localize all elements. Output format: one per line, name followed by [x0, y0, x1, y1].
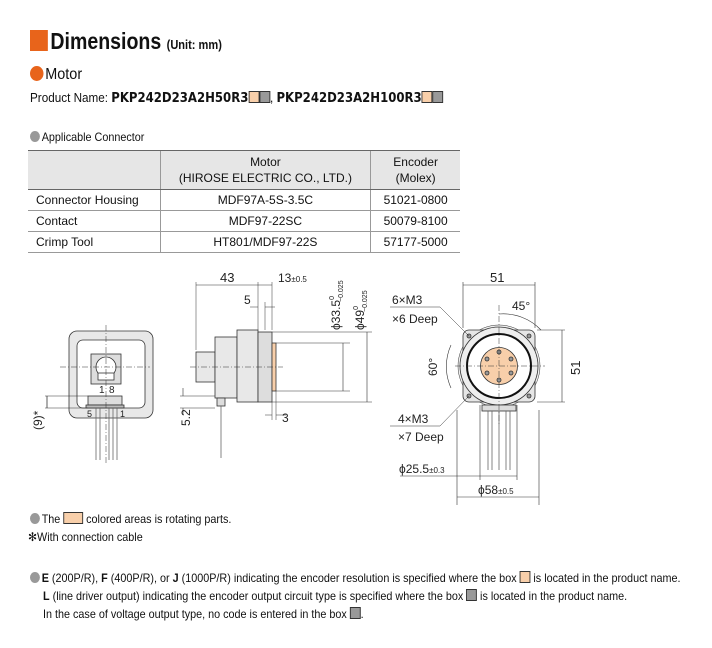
- box-orange-icon: [248, 91, 260, 103]
- section-title: Motor: [30, 66, 82, 84]
- box-gray-icon: [432, 91, 444, 103]
- holes-b-depth: ×7 Deep: [398, 430, 444, 444]
- separator: ,: [269, 90, 277, 105]
- box-gray-icon: [259, 91, 270, 103]
- dim-phi-49: ϕ490−0.025: [353, 290, 369, 330]
- box-orange-icon: [519, 571, 531, 583]
- connector-title-text: Applicable Connector: [41, 130, 145, 144]
- connector-table: Motor (HIROSE ELECTRIC CO., LTD.) Encoder (…: [28, 150, 460, 253]
- dim-5: 5: [244, 293, 251, 307]
- holes-a: 6×M3: [392, 293, 423, 307]
- note-text: is located in the product name.: [477, 589, 628, 603]
- section-title-text: Motor: [45, 66, 83, 83]
- dim-51-width: 51: [490, 270, 504, 285]
- bullet-icon: [30, 66, 44, 81]
- flange-view: 51 51 45° 60° 6×M3 ×6 Deep 4×M3 ×7 Deep …: [390, 270, 583, 505]
- dim-5-2: 5.2: [179, 409, 193, 426]
- box-orange-icon: [421, 91, 433, 103]
- col-motor-2: (HIROSE ELECTRIC CO., LTD.): [178, 171, 352, 185]
- rotating-color-swatch: [63, 512, 84, 524]
- front-view: 1 8 5 1 (9)*: [31, 325, 154, 465]
- cell: 50079-8100: [370, 210, 460, 232]
- dim-51-height: 51: [568, 361, 583, 375]
- voltage-note: In the case of voltage output type, no c…: [43, 607, 364, 621]
- line-driver-note: L (line driver output) indicating the en…: [43, 589, 627, 603]
- note-text: colored areas is rotating parts.: [86, 512, 232, 526]
- product-label: Product Name:: [30, 90, 109, 105]
- cell: 51021-0800: [370, 189, 460, 211]
- angle-45: 45°: [512, 299, 530, 313]
- pin-label: 1: [99, 385, 105, 396]
- bullet-icon: [30, 131, 40, 142]
- pin-label: 1: [120, 409, 125, 419]
- note-text: The: [41, 512, 61, 526]
- note-text: .: [360, 607, 364, 621]
- pin-label: 5: [87, 409, 92, 419]
- rotating-note: The colored areas is rotating parts.: [30, 512, 231, 526]
- code-l: L: [43, 589, 50, 603]
- product-name: Product Name: PKP242D23A2H50R3, PKP242D2…: [30, 90, 444, 106]
- dim-3: 3: [282, 411, 289, 425]
- col-motor: Motor (HIROSE ELECTRIC CO., LTD.): [159, 150, 371, 190]
- code-f: F: [101, 571, 108, 585]
- product-1: PKP242D23A2H50R3: [111, 91, 249, 106]
- col-blank: [28, 150, 161, 190]
- side-view: 43 13±0.5 5 ϕ33.50−0.025 ϕ490−0.025 5.2 …: [179, 270, 372, 458]
- cell: Crimp Tool: [28, 231, 161, 253]
- code-j: J: [172, 571, 179, 585]
- note-text: (400P/R), or: [107, 571, 173, 585]
- col-motor-1: Motor: [250, 155, 281, 169]
- bullet-icon: [30, 572, 40, 583]
- cell: MDF97A-5S-3.5C: [159, 189, 371, 211]
- table-header: Motor (HIROSE ELECTRIC CO., LTD.) Encoder (…: [28, 150, 460, 190]
- cable-note: ✻With connection cable: [28, 530, 143, 544]
- note-text: (200P/R),: [48, 571, 102, 585]
- holes-b: 4×M3: [398, 412, 429, 426]
- dim-phi-58: ϕ58±0.5: [478, 483, 514, 497]
- title-square-icon: [30, 30, 48, 51]
- dim-13: 13±0.5: [278, 271, 307, 285]
- cell: Contact: [28, 210, 161, 232]
- page-title: Dimensions (Unit: mm): [30, 28, 222, 55]
- cell: 57177-5000: [370, 231, 460, 253]
- dim-phi-33-5: ϕ33.50−0.025: [329, 280, 345, 330]
- holes-a-depth: ×6 Deep: [392, 312, 438, 326]
- cell: HT801/MDF97-22S: [159, 231, 371, 253]
- title-text: Dimensions: [50, 28, 162, 54]
- box-gray-icon: [466, 589, 478, 601]
- col-encoder-1: Encoder: [393, 155, 438, 169]
- note-text: (1000P/R) indicating the encoder resolut…: [178, 571, 520, 585]
- code-e: E: [41, 571, 49, 585]
- box-gray-icon: [349, 607, 361, 619]
- note-text: In the case of voltage output type, no c…: [43, 607, 350, 621]
- cell: Connector Housing: [28, 189, 161, 211]
- col-encoder: Encoder (Molex): [370, 150, 460, 190]
- cell: MDF97-22SC: [159, 210, 371, 232]
- dim-43: 43: [220, 270, 234, 285]
- dim-cable: (9)*: [31, 410, 45, 430]
- note-text: (line driver output) indicating the enco…: [49, 589, 467, 603]
- bullet-icon: [30, 513, 40, 524]
- angle-60: 60°: [426, 358, 440, 376]
- dim-phi-25-5: ϕ25.5±0.3: [399, 462, 445, 476]
- col-encoder-2: (Molex): [395, 171, 436, 185]
- encoder-note: E (200P/R), F (400P/R), or J (1000P/R) i…: [30, 571, 680, 585]
- pin-label: 8: [109, 385, 115, 396]
- product-2: PKP242D23A2H100R3: [276, 91, 422, 106]
- unit-label: (Unit: mm): [166, 37, 222, 52]
- connector-title: Applicable Connector: [30, 130, 144, 144]
- note-text: is located in the product name.: [530, 571, 681, 585]
